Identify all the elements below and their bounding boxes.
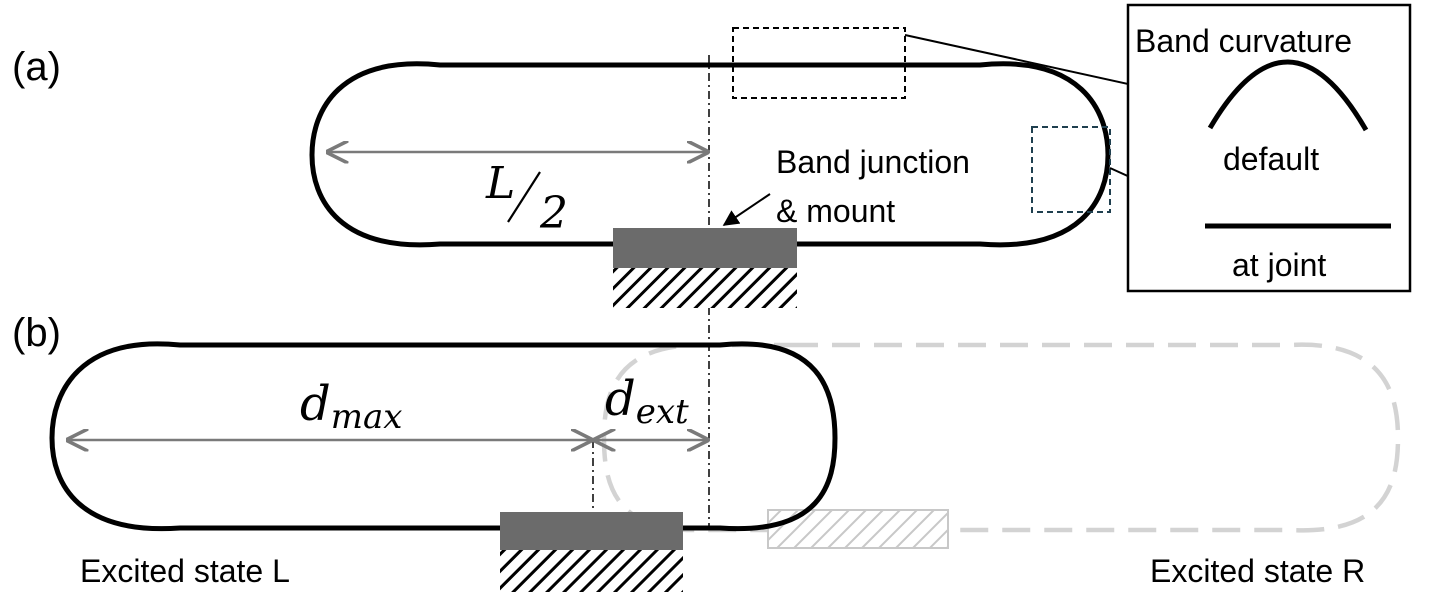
inset-box: [1126, 3, 1412, 293]
panel-a-label: (a): [12, 45, 61, 89]
d-ext-label: dext: [605, 371, 689, 432]
mount-base-b: [500, 550, 683, 592]
band-junction-label: Band junction: [776, 144, 970, 180]
half-length-var: L: [485, 158, 515, 209]
junction-pointer: [722, 193, 771, 226]
inset-default-label: default: [1223, 141, 1319, 177]
d-max-sub: max: [331, 397, 403, 437]
d-ext-sub: ext: [636, 392, 689, 432]
d-max-label: dmax: [300, 376, 402, 437]
end-band-highlight-box: [1031, 126, 1111, 213]
default-curvature-arc: [1207, 59, 1369, 132]
band-junction-label-line2: & mount: [776, 193, 895, 229]
d-max-var: d: [300, 376, 331, 432]
mount-b: [500, 512, 683, 550]
excited-state-r-label: Excited state R: [1150, 553, 1365, 589]
band-loop-a: [309, 61, 1111, 248]
inset-title: Band curvature: [1135, 23, 1352, 59]
half-length-den: 2: [539, 188, 568, 239]
band-loop-b: [49, 341, 838, 532]
ghost-band-loop-r: [601, 342, 1401, 533]
excited-state-l-label: Excited state L: [80, 553, 290, 589]
panel-b-label: (b): [12, 311, 61, 355]
d-ext-var: d: [605, 371, 636, 427]
inset-joint-label: at joint: [1232, 247, 1326, 283]
top-band-highlight-box: [732, 27, 906, 99]
fraction-slash: [507, 171, 541, 223]
mount-base-a: [613, 268, 797, 308]
mount-a: [613, 228, 797, 268]
half-length-label: L 2: [485, 158, 568, 239]
